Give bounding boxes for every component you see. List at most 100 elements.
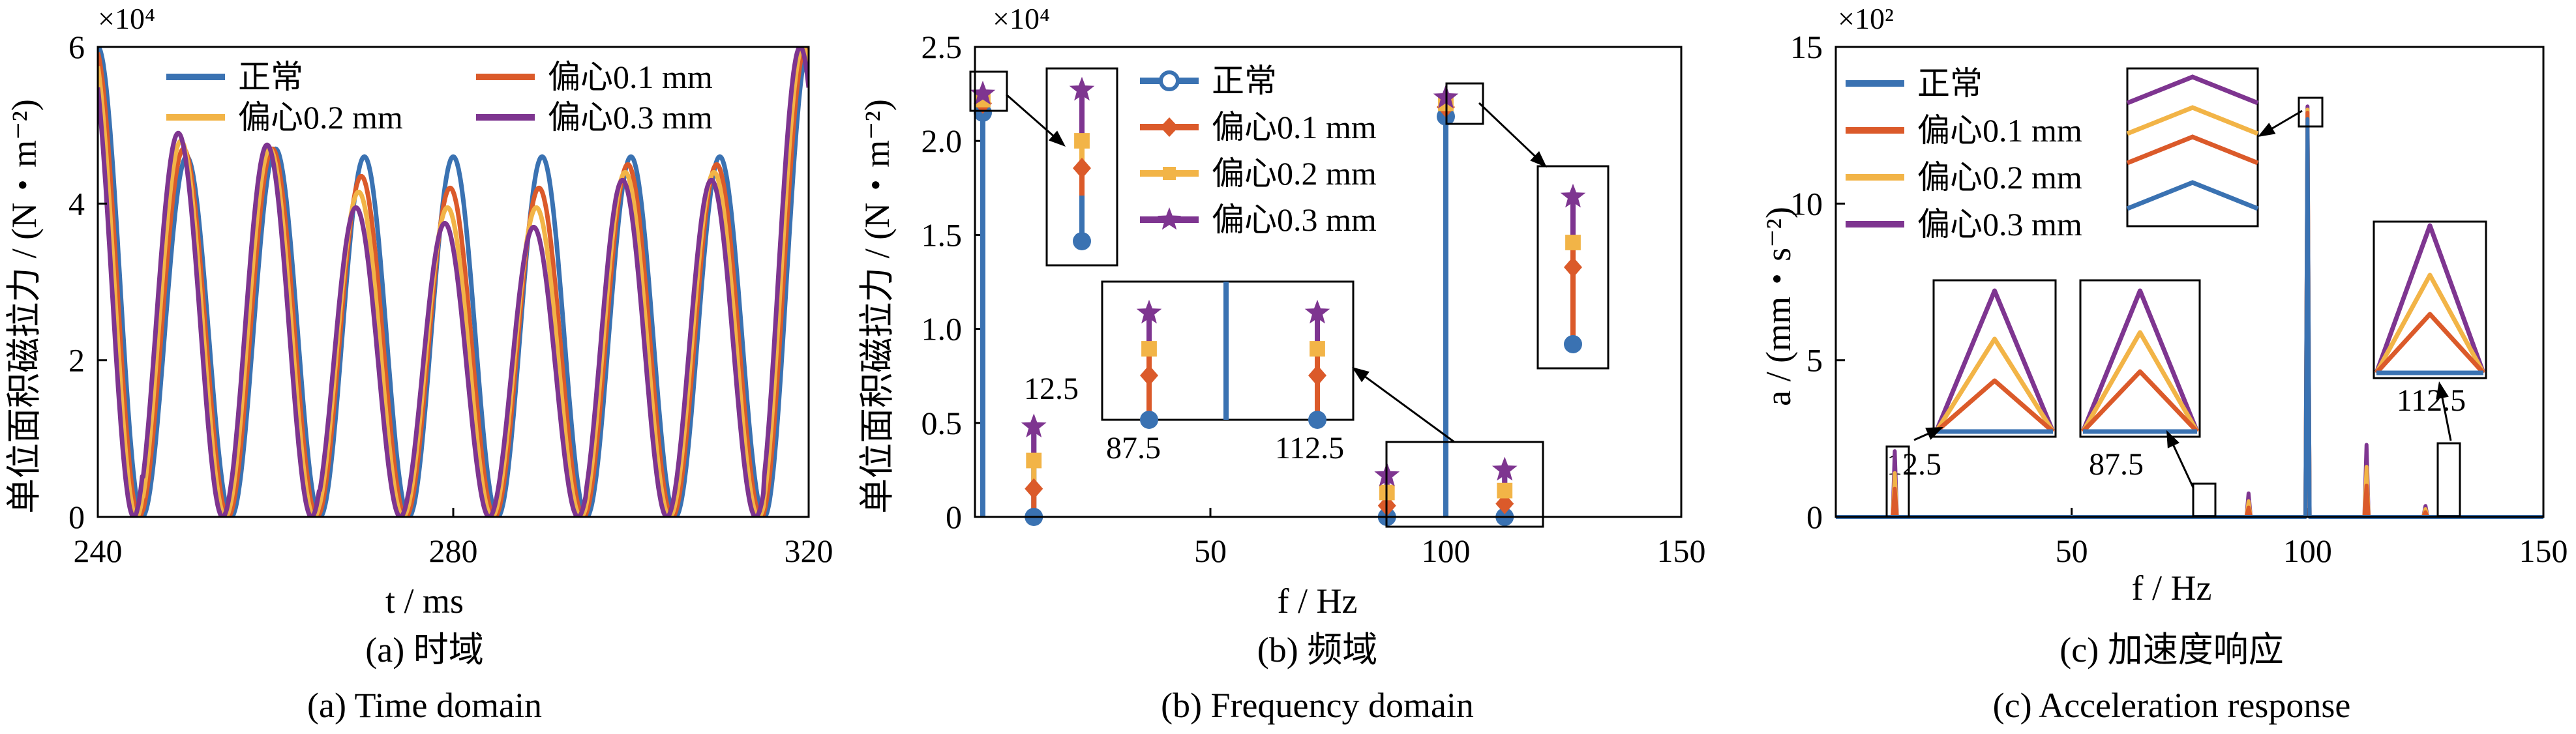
b-legend-marker-normal (1159, 70, 1180, 91)
c-inset-87-5-peak-2 (2081, 369, 2199, 433)
b-caption-cn: (b) 频域 (1257, 630, 1377, 669)
c-arrow-112-5-shaft (2440, 394, 2452, 441)
b-zoom-source-box-0 (969, 70, 1008, 112)
b-x-tick-label-1: 100 (1422, 533, 1471, 569)
c-x-tick-label-2: 150 (2519, 533, 2568, 569)
a-x-tick-label-0: 240 (74, 533, 123, 569)
b-arrow-sidebands-shaft (1362, 374, 1455, 443)
c-legend-ecc01: 偏心0.1 mm (1917, 112, 2082, 149)
a-legend: 正常 偏心0.1 mm 偏心0.2 mm 偏心0.3 mm (166, 59, 713, 136)
b-inset-0hz-marker-1 (1074, 133, 1090, 149)
a-x-tick-label-2: 320 (785, 533, 833, 569)
b-arrow-100hz-head (1530, 151, 1547, 168)
c-inset-12-5-peak-2 (1934, 378, 2055, 433)
b-stem-marker-4-2 (1497, 482, 1513, 499)
c-ylabel: a / (mm・s⁻²) (1759, 207, 1798, 406)
b-annotation-12-5: 12.5 (1024, 372, 1079, 406)
c-inset-112-5-peak-1 (2374, 272, 2486, 374)
b-legend-marker-ecc03 (1157, 207, 1182, 230)
c-annotation-87-5: 87.5 (2089, 447, 2144, 482)
b-arrow-0hz-head (1048, 130, 1066, 147)
c-arrow-87-5-head (2166, 430, 2180, 448)
b-inset-side-marker-1-0 (1304, 299, 1330, 324)
c-arrow-100-shaft (2268, 110, 2303, 132)
c-inset-87-5-peak-1 (2080, 330, 2200, 433)
a-x-tick-label-1: 280 (429, 533, 478, 569)
a-y-tick-label-2: 4 (68, 185, 85, 222)
c-inset-112-5-peak-0 (2374, 223, 2486, 374)
b-inset-0hz-marker-2 (1073, 157, 1091, 179)
c-inset-12-5-peak-1 (1934, 336, 2055, 433)
a-exponent: ×10⁴ (98, 2, 155, 35)
b-legend-marker-ecc02 (1163, 167, 1176, 180)
c-annotation-112-5: 112.5 (2397, 383, 2466, 418)
b-inset-side-marker-0-3 (1140, 411, 1158, 429)
b-inset-0hz-marker-3 (1073, 232, 1091, 250)
b-xlabel: f / Hz (1278, 581, 1358, 621)
c-x-tick-label-0: 50 (2056, 533, 2088, 569)
a-xlabel: t / ms (385, 581, 464, 621)
b-annotation-87-5: 87.5 (1106, 431, 1161, 465)
b-legend-ecc03: 偏心0.3 mm (1212, 201, 1377, 238)
a-y-tick-label-3: 6 (68, 29, 85, 65)
c-xlabel: f / Hz (2132, 568, 2212, 608)
c-caption-en: (c) Acceleration response (1993, 686, 2351, 725)
c-inset-100-peak-2 (2126, 134, 2259, 166)
b-legend-ecc02: 偏心0.2 mm (1212, 155, 1377, 192)
a-series-line-3 (98, 47, 809, 517)
c-y-tick-label-1: 5 (1806, 342, 1823, 379)
panel-c-acceleration-response: ×10² a / (mm・s⁻²) f / Hz (c) 加速度响应 (c) A… (1759, 2, 2568, 725)
a-legend-ecc01: 偏心0.1 mm (548, 59, 713, 95)
c-arrow-87-5-shaft (2171, 441, 2194, 488)
b-arrow-sidebands-head (1352, 367, 1370, 383)
c-y-tick-label-3: 15 (1790, 29, 1823, 65)
c-y-tick-label-2: 10 (1790, 185, 1823, 222)
b-zoom-source-box-1 (1445, 82, 1484, 125)
c-inset-112-5-peak-2 (2374, 312, 2485, 375)
b-y-tick-label-3: 1.5 (921, 216, 963, 253)
a-y-tick-label-0: 0 (68, 499, 85, 535)
b-legend: 正常 偏心0.1 mm 偏心0.2 mm 偏心0.3 mm (1140, 63, 1377, 238)
b-inset-side-marker-1-2 (1308, 364, 1326, 387)
c-legend: 正常 偏心0.1 mm 偏心0.2 mm 偏心0.3 mm (1846, 65, 2082, 242)
b-y-tick-label-1: 0.5 (921, 405, 963, 441)
a-series-line-2 (98, 47, 809, 517)
b-stem-marker-1-2 (1026, 452, 1042, 469)
c-caption-cn: (c) 加速度响应 (2059, 630, 2283, 669)
b-zoom-source-box-2 (1385, 441, 1544, 528)
a-series-line-0 (98, 47, 809, 517)
b-inset-100hz-marker-3 (1564, 335, 1582, 353)
b-legend-ecc01: 偏心0.1 mm (1212, 109, 1377, 145)
b-x-tick-label-2: 150 (1657, 533, 1706, 569)
c-zoom-source-box-1 (2192, 482, 2217, 518)
b-stem-marker-1-3 (1021, 413, 1047, 437)
c-arrow-112-5-head (2436, 381, 2449, 400)
b-inset-100hz-marker-0 (1560, 183, 1586, 208)
panel-a-time-domain: ×10⁴ 单位面积磁拉力 / (N・m⁻²) t / ms (a) 时域 (a)… (5, 2, 833, 725)
a-legend-ecc03: 偏心0.3 mm (548, 99, 713, 136)
a-series-line-1 (98, 47, 809, 517)
c-x-tick-label-1: 100 (2283, 533, 2332, 569)
b-inset-100hz-marker-2 (1564, 256, 1582, 278)
b-inset-side-marker-0-1 (1141, 341, 1157, 357)
b-y-tick-label-2: 1.0 (921, 311, 963, 347)
b-annotation-112-5: 112.5 (1275, 431, 1344, 465)
b-arrow-0hz-shaft (1006, 93, 1056, 139)
b-arrow-100hz-shaft (1478, 102, 1538, 160)
c-zoom-source-box-3 (2436, 442, 2461, 518)
a-ylabel: 单位面积磁拉力 / (N・m⁻²) (5, 99, 44, 514)
c-y-tick-label-0: 0 (1806, 499, 1823, 535)
b-y-tick-label-5: 2.5 (921, 29, 963, 65)
b-inset-side-marker-1-3 (1308, 411, 1326, 429)
c-plot-frame (1835, 46, 2545, 518)
c-inset-100-peak-3 (2126, 180, 2259, 211)
b-inset-side-marker-1-1 (1310, 341, 1325, 357)
a-caption-en: (a) Time domain (307, 686, 542, 725)
c-inset-12-5-peak-0 (1934, 288, 2056, 433)
b-stem-marker-1-1 (1025, 478, 1043, 499)
c-exponent: ×10² (1838, 2, 1894, 35)
b-inset-100hz-marker-1 (1565, 235, 1581, 250)
c-legend-normal: 正常 (1917, 65, 1983, 102)
b-legend-normal: 正常 (1212, 63, 1277, 99)
